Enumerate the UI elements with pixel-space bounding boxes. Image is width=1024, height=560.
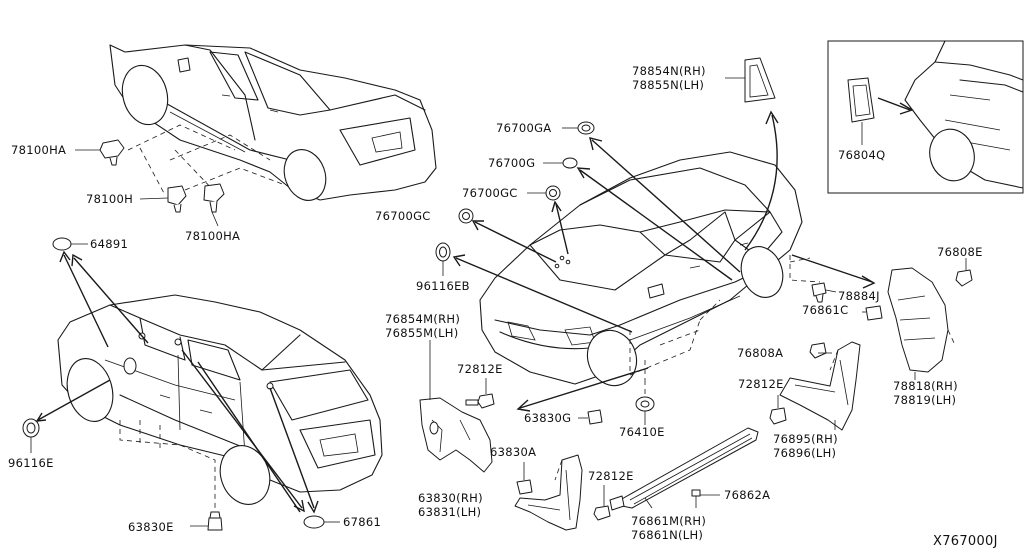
- label-72812E-mid: 72812E: [738, 377, 784, 391]
- grommet-96116EB: [435, 242, 451, 276]
- arrows-center: [452, 110, 876, 412]
- guide-lines-center: [629, 255, 821, 398]
- label-78855N-LH: 78855N(LH): [632, 78, 704, 92]
- label-78819-LH: 78819(LH): [893, 393, 956, 407]
- label-76808A: 76808A: [737, 346, 783, 360]
- clip-72812E-mid: [769, 395, 787, 425]
- car-center: [479, 151, 803, 387]
- grommet-76700GC-upper: [527, 185, 561, 201]
- label-67861: 67861: [343, 515, 381, 529]
- car-bottom-left: [57, 294, 383, 505]
- label-76410E: 76410E: [619, 425, 665, 439]
- label-76862A: 76862A: [724, 488, 770, 502]
- label-63831-LH: 63831(LH): [418, 505, 481, 519]
- clip-63830G: [578, 409, 603, 425]
- fender-protector-78818: [887, 267, 956, 380]
- clip-78884J: [811, 282, 837, 303]
- mudguard-76895: [779, 341, 861, 431]
- label-63830A: 63830A: [490, 445, 536, 459]
- label-63830G: 63830G: [524, 411, 571, 425]
- label-76861M-RH: 76861M(RH): [631, 514, 706, 528]
- car-top-left: [109, 44, 437, 201]
- label-78100H: 78100H: [86, 192, 133, 206]
- label-96116E: 96116E: [8, 456, 54, 470]
- label-76700G: 76700G: [488, 156, 535, 170]
- plug-76700G: [543, 157, 578, 169]
- guide-lines-top-left: [127, 124, 286, 196]
- inset-box: [827, 40, 1024, 194]
- label-76895-RH: 76895(RH): [773, 432, 838, 446]
- clip-63830A: [516, 462, 533, 495]
- grommet-76700GC-lower: [458, 208, 474, 224]
- label-76804Q: 76804Q: [838, 148, 885, 162]
- label-72812E-left: 72812E: [457, 362, 503, 376]
- clip-72812E-bottom: [593, 485, 611, 521]
- arrows-bottom-left: [35, 250, 319, 514]
- label-96116EB: 96116EB: [416, 279, 470, 293]
- clip-72812E-left: [465, 378, 495, 409]
- label-63830E: 63830E: [128, 520, 174, 534]
- clip-78100H: [139, 185, 187, 213]
- diagram-code: X767000J: [933, 534, 998, 549]
- label-76700GC-lower: 76700GC: [375, 209, 431, 223]
- label-78100HA-top: 78100HA: [11, 143, 66, 157]
- clip-78100HA-bottom: [203, 183, 225, 227]
- splash-guard-76854M: [419, 340, 493, 473]
- clip-76808A: [809, 342, 832, 359]
- clip-76861C: [862, 305, 883, 321]
- plug-67861: [303, 515, 340, 529]
- label-76861C: 76861C: [802, 303, 848, 317]
- label-76700GC-upper: 76700GC: [462, 186, 518, 200]
- guide-lines-bottom-left: [119, 420, 216, 512]
- trim-78854N: [725, 57, 776, 103]
- label-76854M-RH: 76854M(RH): [385, 312, 460, 326]
- label-78100HA-bottom: 78100HA: [185, 229, 240, 243]
- mudguard-63830: [514, 454, 583, 531]
- label-72812E-bottom: 72812E: [588, 469, 634, 483]
- label-78818-RH: 78818(RH): [893, 379, 958, 393]
- label-78884J: 78884J: [838, 289, 880, 303]
- label-76855M-LH: 76855M(LH): [385, 326, 459, 340]
- label-64891: 64891: [90, 237, 128, 251]
- clip-76808E: [955, 258, 973, 287]
- clip-63830E: [190, 511, 223, 531]
- label-76896-LH: 76896(LH): [773, 446, 836, 460]
- screw-76862A: [691, 489, 720, 508]
- sill-moulding-76861M: [609, 427, 759, 511]
- clip-76410E: [635, 396, 655, 425]
- label-76700GA: 76700GA: [496, 121, 551, 135]
- label-76808E: 76808E: [937, 245, 983, 259]
- plug-64891: [52, 237, 88, 251]
- label-76861N-LH: 76861N(LH): [631, 528, 703, 542]
- grommet-96116E: [22, 418, 40, 453]
- label-78854N-RH: 78854N(RH): [632, 64, 706, 78]
- grommet-76700GA: [562, 121, 595, 135]
- clip-78100HA-top: [75, 139, 125, 166]
- label-63830-RH: 63830(RH): [418, 491, 483, 505]
